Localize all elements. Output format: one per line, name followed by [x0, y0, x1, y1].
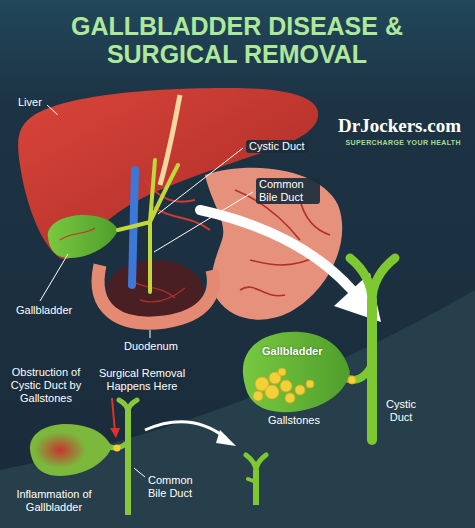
- removal-arrow-part: [216, 430, 236, 446]
- leader-lines-part: [158, 148, 243, 214]
- inflamed-gallbladder-part: [30, 424, 112, 476]
- inflamed-gallbladder-part: [114, 445, 121, 452]
- zoomed-gallbladder-part-part: [295, 385, 305, 395]
- part-label: Gallbladder: [262, 345, 323, 358]
- inflamed-gallbladder-part: [119, 400, 137, 412]
- note-label: Surgical Removal Happens Here: [94, 367, 190, 393]
- leader-lines-part: [150, 330, 151, 338]
- background-part: [0, 290, 475, 528]
- upper-anatomy-part: [98, 265, 213, 323]
- zoom-arrow-part: [200, 210, 352, 290]
- watermark-logo: DrJockers.com: [338, 116, 461, 137]
- zoomed-gallbladder-part: [350, 258, 395, 302]
- inflamed-gallbladder-part: [110, 428, 120, 438]
- zoomed-gallbladder-part-part: [265, 385, 279, 399]
- diagram-title: GALLBLADDER DISEASE & SURGICAL REMOVAL: [37, 12, 437, 68]
- upper-anatomy-part: [60, 228, 95, 240]
- leader-lines: [40, 105, 253, 477]
- zoomed-gallbladder-part-part: [253, 391, 263, 401]
- leader-lines-part: [47, 105, 58, 115]
- upper-anatomy-part: [205, 168, 342, 320]
- zoomed-gallbladder-part-part: [348, 376, 356, 384]
- inflamed-gallbladder-part: [34, 432, 86, 468]
- zoomed-gallbladder-part-part: [285, 393, 295, 403]
- remaining-duct-part: [246, 455, 266, 472]
- zoomed-gallbladder-part: [243, 332, 350, 412]
- note-label: Inflammation of Gallbladder: [12, 488, 96, 514]
- zoomed-gallbladder-part-part: [278, 368, 286, 376]
- part-label: Cystic Duct: [246, 140, 308, 153]
- part-label: Gallbladder: [16, 304, 72, 317]
- upper-anatomy-part: [130, 280, 185, 302]
- zoomed-gallbladder: [243, 258, 395, 440]
- upper-anatomy: [18, 88, 342, 323]
- watermark-tagline: SUPERCHARGE YOUR HEALTH: [345, 139, 461, 147]
- inflamed-gallbladder-part: [125, 408, 131, 515]
- removal-arrow-part: [145, 422, 226, 438]
- upper-anatomy-part: [160, 95, 180, 185]
- leader-lines-part: [40, 254, 68, 301]
- zoomed-gallbladder-part: [253, 368, 356, 403]
- leader-lines-part: [134, 468, 145, 477]
- zoomed-gallbladder-part-part: [280, 380, 292, 392]
- note-label: Obstruction of Cystic Duct by Gallstones: [6, 366, 86, 406]
- part-label: Liver: [18, 96, 42, 109]
- remaining-duct: [246, 455, 266, 505]
- part-label: Common Bile Duct: [256, 178, 320, 204]
- part-label: Gallstones: [268, 414, 320, 427]
- remaining-duct-part: [253, 470, 259, 505]
- part-label: Duodenum: [124, 340, 178, 353]
- part-label: Common Bile Duct: [148, 474, 206, 500]
- zoomed-gallbladder-part-part: [306, 380, 314, 388]
- remaining-duct-part: [248, 479, 256, 482]
- part-label: Cystic Duct: [380, 398, 422, 424]
- upper-anatomy-part: [118, 160, 178, 292]
- inflamed-gallbladder-part: [112, 398, 115, 432]
- upper-anatomy-part: [48, 215, 118, 258]
- removal-arrow: [145, 422, 236, 446]
